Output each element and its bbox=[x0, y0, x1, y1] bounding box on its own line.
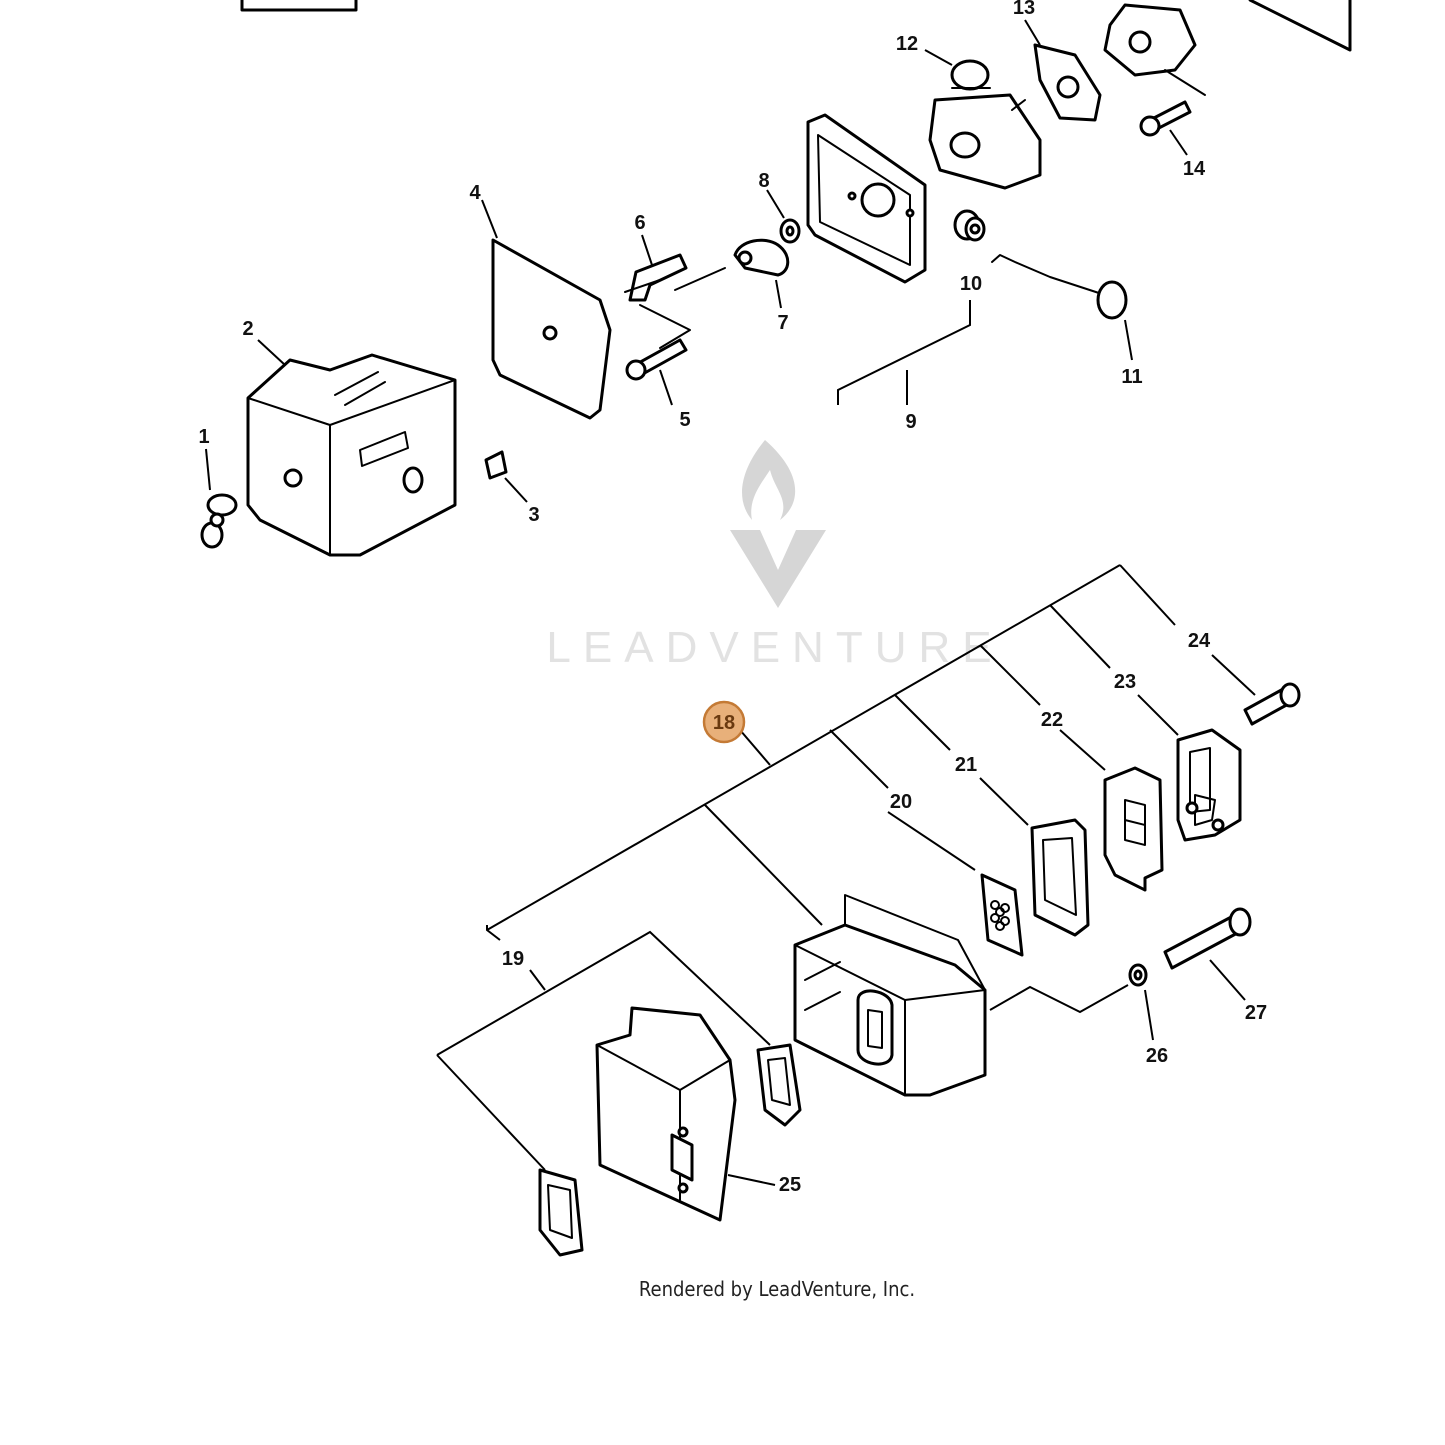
part-22-deflector bbox=[1103, 766, 1164, 892]
part-1-wing-nut bbox=[200, 493, 238, 549]
part-21-gasket bbox=[1030, 818, 1090, 937]
part-13-gasket bbox=[1033, 43, 1102, 122]
callout-2[interactable]: 2 bbox=[242, 318, 253, 340]
callout-7[interactable]: 7 bbox=[777, 312, 788, 334]
part-8-washer bbox=[779, 218, 801, 244]
part-muffler-gasket bbox=[756, 1043, 802, 1127]
part-24-screw bbox=[1243, 682, 1301, 726]
part-10-grommet bbox=[953, 209, 986, 242]
callout-23[interactable]: 23 bbox=[1114, 671, 1136, 693]
part-6-bracket bbox=[624, 253, 726, 349]
callout-25[interactable]: 25 bbox=[779, 1174, 801, 1196]
callout-27[interactable]: 27 bbox=[1245, 1002, 1267, 1024]
callouts: 1 2 3 4 5 6 7 8 9 10 11 12 13 14 18 19 2… bbox=[198, 0, 1267, 1196]
part-3-square-pad bbox=[484, 450, 508, 480]
part-12-carburetor bbox=[928, 59, 1042, 190]
callout-22[interactable]: 22 bbox=[1041, 709, 1063, 731]
part-26-washer bbox=[1128, 963, 1148, 987]
callout-24[interactable]: 24 bbox=[1188, 630, 1211, 652]
callout-14[interactable]: 14 bbox=[1183, 158, 1206, 180]
callout-11[interactable]: 11 bbox=[1121, 366, 1142, 388]
part-top-right-housing bbox=[1103, 0, 1352, 96]
callout-1[interactable]: 1 bbox=[198, 426, 209, 448]
callout-12[interactable]: 12 bbox=[896, 33, 918, 55]
part-23-muffler-cover bbox=[1176, 728, 1242, 842]
part-7-choke-plate bbox=[733, 238, 790, 277]
callout-4[interactable]: 4 bbox=[469, 182, 481, 204]
callout-18[interactable]: 18 bbox=[713, 712, 735, 734]
callout-6[interactable]: 6 bbox=[634, 212, 645, 234]
callout-21[interactable]: 21 bbox=[955, 754, 977, 776]
callout-9[interactable]: 9 bbox=[905, 411, 916, 433]
part-14-bolt bbox=[1139, 100, 1192, 137]
callout-3[interactable]: 3 bbox=[528, 504, 539, 526]
callout-5[interactable]: 5 bbox=[679, 409, 690, 431]
part-11-choke-rod bbox=[991, 254, 1128, 320]
part-19-gasket bbox=[538, 1168, 584, 1257]
render-credit: Rendered by LeadVenture, Inc. bbox=[639, 1277, 915, 1301]
callout-8[interactable]: 8 bbox=[758, 170, 769, 192]
part-27-long-bolt bbox=[1163, 907, 1252, 970]
part-25-heat-shield bbox=[595, 1006, 737, 1222]
part-18-muffler bbox=[793, 894, 987, 1097]
cropped-label-box bbox=[240, 0, 358, 12]
callout-13[interactable]: 13 bbox=[1013, 0, 1035, 19]
part-2-air-filter-cover bbox=[246, 353, 457, 557]
part-5-bolt bbox=[625, 338, 688, 381]
watermark-text: LEADVENTURE bbox=[546, 623, 1003, 672]
part-9-filter-base bbox=[806, 113, 927, 284]
part-20-spark-screen bbox=[980, 873, 1024, 957]
part-4-filter-element bbox=[491, 238, 612, 420]
callout-20[interactable]: 20 bbox=[890, 791, 912, 813]
leadventure-watermark-logo bbox=[730, 440, 826, 608]
callout-26[interactable]: 26 bbox=[1146, 1045, 1168, 1067]
callout-18-highlight[interactable] bbox=[702, 700, 746, 744]
callout-19[interactable]: 19 bbox=[502, 948, 524, 970]
leader-lines bbox=[205, 19, 1256, 1186]
callout-10[interactable]: 10 bbox=[960, 273, 982, 295]
